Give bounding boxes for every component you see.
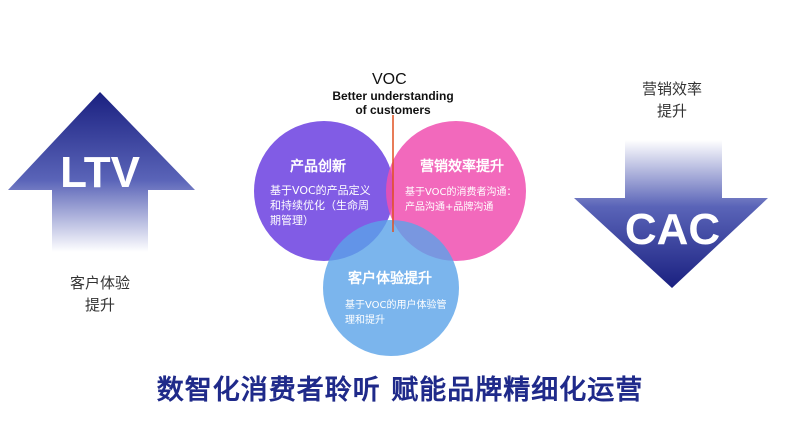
cac-label: CAC	[624, 205, 721, 254]
cac-caption-line1: 营销效率	[641, 80, 702, 98]
bottom-banner: 数智化消费者聆听 赋能品牌精细化运营	[156, 375, 644, 406]
ltv-caption-line1: 客户体验	[69, 274, 130, 292]
customer-experience-circle	[323, 220, 459, 356]
product-innovation-circle	[254, 121, 394, 261]
cac-caption: 营销效率 提升	[632, 78, 712, 122]
voc-subtitle: Better understanding of customers	[326, 89, 460, 117]
ltv-label: LTV	[60, 148, 140, 197]
marketing-efficiency-title: 营销效率提升	[420, 159, 504, 175]
ltv-caption: 客户体验 提升	[60, 272, 140, 316]
voc-title: VOC	[372, 71, 407, 88]
cac-down-arrow	[574, 140, 768, 288]
customer-experience-body: 基于VOC的用户体验管理和提升	[345, 300, 447, 326]
ltv-up-arrow	[8, 92, 195, 252]
marketing-efficiency-circle	[386, 121, 526, 261]
customer-experience-title: 客户体验提升	[348, 271, 432, 287]
marketing-efficiency-body: 基于VOC的消费者沟通：产品沟通+品牌沟通	[405, 187, 517, 213]
product-innovation-body: 基于VOC的产品定义和持续优化（生命周期管理）	[270, 184, 371, 227]
product-innovation-title: 产品创新	[290, 159, 346, 175]
cac-caption-line2: 提升	[656, 102, 687, 120]
voc-subtitle-line1: Better understanding	[332, 89, 454, 103]
voc-subtitle-line2: of customers	[355, 103, 431, 117]
ltv-caption-line2: 提升	[84, 296, 115, 314]
